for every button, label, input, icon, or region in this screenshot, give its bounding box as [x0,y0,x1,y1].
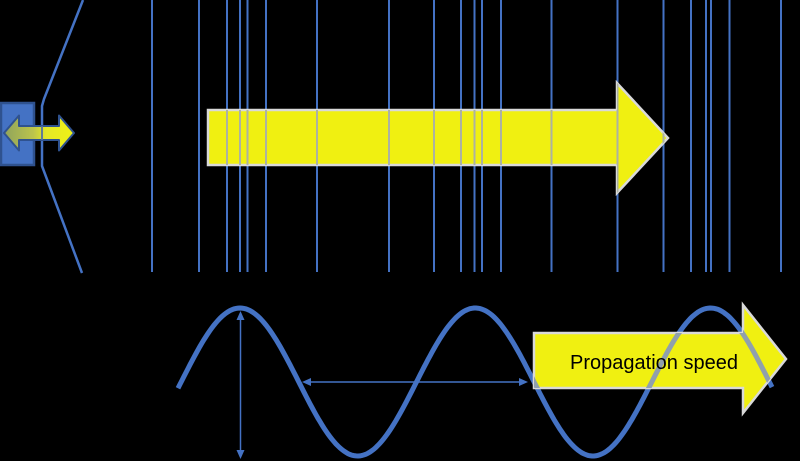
vibration-arrow [3,114,75,152]
wavelength-arrow-head [302,378,311,386]
sine-wave-muted [534,305,775,413]
wavelength-arrow-head [519,378,528,386]
speaker-cone [40,0,85,274]
speed-arrow [532,301,788,417]
muted-lines-in-arrow [226,83,665,193]
amplitude-arrow-head [236,450,245,459]
wavelength-arrow [302,378,528,386]
propagation-arrow [206,79,670,197]
propagation-speed-label: Propagation speed [570,352,738,374]
muted-wave-in-arrow [534,305,775,413]
amplitude-arrow-head [236,311,245,320]
amplitude-arrow [236,311,245,459]
